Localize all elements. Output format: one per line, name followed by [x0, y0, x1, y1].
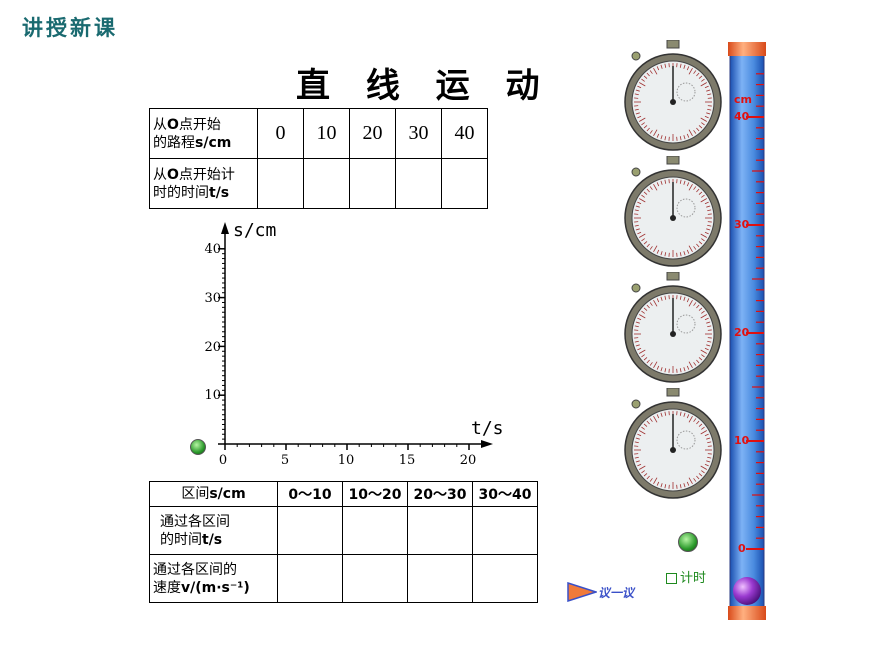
- x-minor-ticks: [224, 444, 470, 450]
- ruler-label: 30: [734, 218, 750, 231]
- table-cell: 30: [395, 108, 442, 159]
- table-row: 从O点开始计 时的时间t/s: [149, 158, 488, 209]
- interval-header-cell: 0～10: [277, 481, 343, 507]
- row-header-line: 从O点开始: [153, 116, 221, 133]
- ruler-label: 20: [734, 326, 750, 339]
- interval-header-cell: 30～40: [472, 481, 538, 507]
- row-header-distance: 从O点开始 的路程s/cm: [149, 108, 258, 159]
- table-cell-empty[interactable]: [342, 506, 408, 555]
- y-tick-label: 10: [204, 388, 221, 403]
- x-axis-arrow: [481, 440, 493, 448]
- distance-time-graph: s/cm t/s 40 30 20 10 0 5 10 15 20: [204, 220, 504, 468]
- timer-label-text: 计时: [680, 571, 707, 586]
- y-tick-label: 40: [204, 242, 221, 257]
- discuss-arrow-icon[interactable]: [567, 582, 597, 602]
- table-row: 通过各区间 的时间t/s: [149, 506, 538, 555]
- ruler-label: 0: [738, 542, 746, 555]
- stopwatch-icon: [624, 272, 722, 383]
- interval-header: 区间s/cm: [149, 481, 278, 507]
- interval-speed-table: 区间s/cm 0～10 10～20 20～30 30～40 通过各区间 的时间t…: [149, 481, 538, 603]
- table-row: 从O点开始 的路程s/cm 0 10 20 30 40: [149, 108, 488, 159]
- timer-checkbox[interactable]: 计时: [666, 567, 706, 586]
- distance-time-table: 从O点开始 的路程s/cm 0 10 20 30 40 从O点开始计 时的时间t…: [149, 108, 488, 209]
- interval-header-cell: 20～30: [407, 481, 473, 507]
- table-cell: 0: [257, 108, 304, 159]
- row-header-line: 的时间t/s: [160, 531, 223, 548]
- ruler-label: 10: [734, 434, 750, 447]
- table-cell: 40: [441, 108, 488, 159]
- row-header-interval-speed: 通过各区间的 速度v/(m·s⁻¹): [149, 554, 278, 603]
- table-cell: 20: [349, 108, 396, 159]
- x-tick-label: 15: [399, 453, 416, 468]
- row-header-line: 通过各区间: [160, 513, 230, 530]
- play-button[interactable]: [190, 439, 206, 455]
- slide-title: 直 线 运 动: [296, 66, 552, 106]
- ruler-label: 40: [734, 110, 750, 123]
- table-cell-empty[interactable]: [277, 506, 343, 555]
- table-cell-empty[interactable]: [472, 554, 538, 603]
- table-cell-empty[interactable]: [407, 554, 473, 603]
- row-header-line: 从O点开始计: [153, 166, 235, 183]
- x-tick-label: 10: [338, 453, 355, 468]
- interval-header-cell: 10～20: [342, 481, 408, 507]
- y-tick-label: 20: [204, 340, 221, 355]
- row-header-line: 速度v/(m·s⁻¹): [153, 579, 250, 596]
- ruler-unit-label: cm: [734, 93, 752, 106]
- tube-top-cap: [728, 42, 766, 56]
- table-row: 通过各区间的 速度v/(m·s⁻¹): [149, 554, 538, 603]
- x-axis-label: t/s: [471, 418, 504, 439]
- y-tick-label: 30: [204, 291, 221, 306]
- moving-ball[interactable]: [733, 577, 761, 605]
- start-button[interactable]: [678, 532, 698, 552]
- page-header-title: 讲授新课: [22, 16, 118, 40]
- checkbox-box[interactable]: [666, 573, 677, 584]
- table-cell-empty[interactable]: [303, 158, 350, 209]
- tube-bottom-cap: [728, 606, 766, 620]
- table-cell-empty[interactable]: [472, 506, 538, 555]
- y-axis-arrow: [221, 222, 229, 234]
- row-header-line: 时的时间t/s: [153, 184, 230, 201]
- table-cell-empty[interactable]: [407, 506, 473, 555]
- ruler-ticks: [746, 73, 764, 550]
- x-tick-label: 0: [219, 453, 227, 468]
- table-cell-empty[interactable]: [395, 158, 442, 209]
- stopwatch-icon: [624, 388, 722, 499]
- table-row: 区间s/cm 0～10 10～20 20～30 30～40: [149, 481, 538, 507]
- discuss-link[interactable]: 议一议: [598, 586, 635, 600]
- measuring-tube: cm 40 30 20 10 0: [728, 42, 766, 620]
- row-header-interval-time: 通过各区间 的时间t/s: [149, 506, 278, 555]
- table-cell-empty[interactable]: [342, 554, 408, 603]
- table-cell-empty[interactable]: [257, 158, 304, 209]
- row-header-time: 从O点开始计 时的时间t/s: [149, 158, 258, 209]
- row-header-line: 的路程s/cm: [153, 134, 232, 151]
- y-minor-ticks: [218, 248, 225, 445]
- table-cell-empty[interactable]: [349, 158, 396, 209]
- x-tick-label: 20: [460, 453, 477, 468]
- table-cell: 10: [303, 108, 350, 159]
- table-cell-empty[interactable]: [441, 158, 488, 209]
- table-cell-empty[interactable]: [277, 554, 343, 603]
- row-header-line: 通过各区间的: [153, 561, 237, 578]
- stopwatch-icon: [624, 40, 722, 151]
- y-axis-label: s/cm: [233, 220, 276, 241]
- stopwatch-icon: [624, 156, 722, 267]
- x-tick-label: 5: [281, 453, 289, 468]
